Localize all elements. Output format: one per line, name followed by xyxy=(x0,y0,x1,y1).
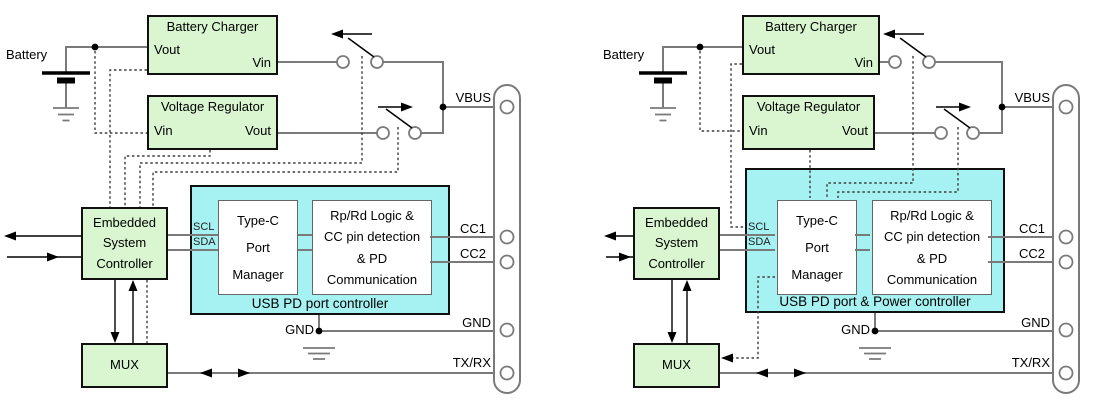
rp-rd-logic-box: Rp/Rd Logic & CC pin detection & PD Comm… xyxy=(312,200,432,295)
mux-box: MUX xyxy=(81,343,168,388)
voltage-regulator-title: Voltage Regulator xyxy=(160,99,265,114)
cc2-label: CC2 xyxy=(1018,246,1045,261)
gnd-ground-icon xyxy=(859,347,891,360)
gnd-ground-icon xyxy=(303,347,335,360)
mux-box: MUX xyxy=(633,343,720,388)
vbus-label: VBUS xyxy=(455,90,491,105)
pd-controller-box: Type-C Port Manager Rp/Rd Logic & CC pin… xyxy=(745,168,1005,313)
pd-controller-caption: USB PD port & Power controller xyxy=(779,294,971,309)
type-c-port-manager-box: Type-C Port Manager xyxy=(218,200,298,295)
battery-icon xyxy=(42,71,90,84)
supply-flow-arrow-icon xyxy=(936,102,971,112)
regulator-switch-icon xyxy=(934,108,980,140)
rp-rd-logic-box: Rp/Rd Logic & CC pin detection & PD Comm… xyxy=(872,200,992,295)
cc1-label: CC1 xyxy=(1018,221,1045,236)
pd-controller-caption: USB PD port controller xyxy=(251,296,389,311)
pd-controller-box: Type-C Port Manager Rp/Rd Logic & CC pin… xyxy=(190,185,450,315)
voltage-regulator-title: Voltage Regulator xyxy=(756,99,861,114)
embedded-system-controller-box: Embedded System Controller xyxy=(81,207,168,280)
usb-connector xyxy=(1052,84,1080,394)
battery-charger-title: Battery Charger xyxy=(166,19,259,34)
regulator-vout-pin: Vout xyxy=(841,123,868,138)
gnd-node-label: GND xyxy=(841,322,870,337)
charge-flow-arrow-icon xyxy=(331,29,372,39)
charger-vin-pin: Vin xyxy=(854,55,873,70)
esc-mux-arrows xyxy=(110,280,138,343)
usb-connector xyxy=(493,84,521,394)
scl-label: SCL xyxy=(748,221,770,233)
voltage-regulator-box: Voltage Regulator Vin Vout xyxy=(742,95,875,150)
regulator-vin-pin: Vin xyxy=(154,123,173,138)
voltage-regulator-box: Voltage Regulator Vin Vout xyxy=(147,95,278,150)
battery-ground-icon xyxy=(53,107,79,122)
esc-mux-arrows xyxy=(667,280,692,343)
sda-label: SDA xyxy=(748,236,771,248)
diagram-usb-pd-port-controller: Battery Charger Vout Vin Voltage Regulat… xyxy=(4,15,521,394)
regulator-vin-pin: Vin xyxy=(749,123,768,138)
txrx-label: TX/RX xyxy=(452,355,491,370)
charge-flow-arrow-icon xyxy=(883,29,924,39)
cc2-label: CC2 xyxy=(459,246,486,261)
sda-label: SDA xyxy=(193,236,216,248)
supply-flow-arrow-icon xyxy=(378,102,413,112)
embedded-system-controller-box: Embedded System Controller xyxy=(633,207,720,280)
charger-switch-icon xyxy=(888,37,936,69)
scl-label: SCL xyxy=(193,221,215,233)
battery-label: Battery xyxy=(6,47,48,62)
charger-switch-icon xyxy=(336,37,384,69)
battery-ground-icon xyxy=(650,107,676,122)
battery-icon xyxy=(639,71,687,84)
gnd-connector-label: GND xyxy=(462,315,491,330)
diagram-usb-pd-port-power-controller: Battery Charger Vout Vin Voltage Regulat… xyxy=(557,0,1117,413)
pd-mux-control-arrowhead xyxy=(721,353,733,363)
battery-charger-title: Battery Charger xyxy=(765,19,857,34)
battery-charger-box: Battery Charger Vout Vin xyxy=(147,15,278,75)
type-c-port-manager-box: Type-C Port Manager xyxy=(777,200,857,295)
gnd-node-label: GND xyxy=(285,322,314,337)
cc1-label: CC1 xyxy=(459,221,486,236)
txrx-label: TX/RX xyxy=(1011,355,1050,370)
esc-io-arrows xyxy=(4,231,81,262)
regulator-vout-pin: Vout xyxy=(244,123,271,138)
gnd-connector-label: GND xyxy=(1021,315,1050,330)
esc-io-arrows xyxy=(604,231,633,262)
txrx-direction-arrows xyxy=(756,368,806,378)
charger-vout-pin: Vout xyxy=(154,42,181,57)
battery-charger-box: Battery Charger Vout Vin xyxy=(742,15,880,75)
txrx-direction-arrows xyxy=(200,368,250,378)
charger-vout-pin: Vout xyxy=(749,42,776,57)
regulator-switch-icon xyxy=(376,108,422,140)
vbus-label: VBUS xyxy=(1014,90,1050,105)
charger-vin-pin: Vin xyxy=(252,55,271,70)
battery-label: Battery xyxy=(603,47,645,62)
